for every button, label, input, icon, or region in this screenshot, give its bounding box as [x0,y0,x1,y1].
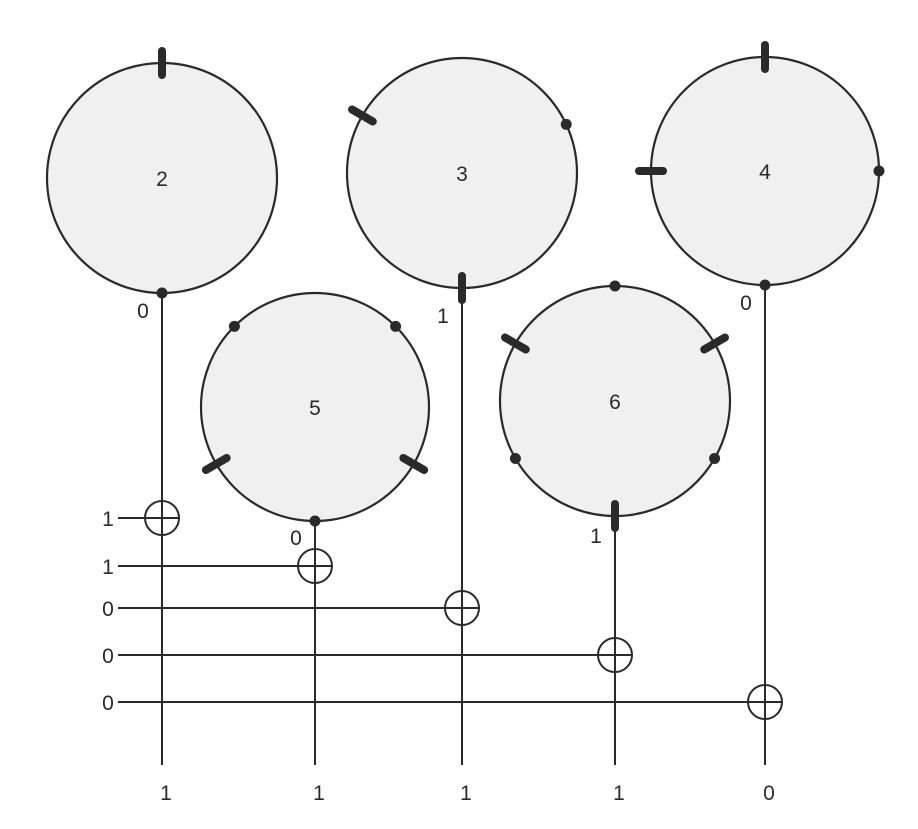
labels-layer: 1 1 0 0 0 1 1 1 1 0 [102,508,775,805]
input-bit: 1 [102,508,114,531]
wheel-start-bit: 0 [290,527,302,550]
xor-gate [297,548,333,584]
wheel-dot-mark [228,320,240,332]
output-bit: 0 [763,782,775,805]
xor-gate [597,637,633,673]
xor-gates-layer [144,500,783,720]
wheel-bar-mark [399,454,429,474]
wheel-dot-mark [390,320,402,332]
wheel-dot-mark [156,287,168,299]
wheel-dot-mark [759,279,771,291]
wheel-dot-mark [873,165,885,177]
input-bit: 1 [102,556,114,579]
output-bit: 1 [460,782,472,805]
wheel-4: 40 [635,41,885,315]
wheel-3: 31 [345,56,579,328]
wheel-number: 2 [156,168,168,191]
wheel-number: 6 [609,391,621,414]
wheel-number: 5 [309,397,321,420]
wheel-bar-mark [700,333,729,354]
wheel-start-bit: 1 [590,525,602,548]
input-bit: 0 [102,598,114,621]
input-bit: 0 [102,645,114,668]
xor-gate [747,684,783,720]
wheel-start-bit: 1 [437,305,449,328]
wheel-dot-mark [560,118,572,130]
wheel-start-bit: 0 [137,300,149,323]
wheel-bar-mark [348,105,377,126]
wheel-6: 61 [498,280,732,548]
wheel-dot-mark [509,453,521,464]
output-bit: 1 [160,782,172,805]
wheel-number: 3 [456,163,468,186]
wheel-number: 4 [759,161,771,184]
wheel-dot-mark [709,453,721,464]
output-bit: 1 [613,782,625,805]
wheel-bar-mark [501,333,530,354]
wheel-5: 50 [199,291,431,550]
output-bit: 1 [313,782,325,805]
wheel-bar-mark [201,454,231,474]
wheel-dot-mark [309,515,321,527]
wheel-start-bit: 0 [740,292,752,315]
xor-gate [444,590,480,626]
xor-gate [144,500,180,536]
wheel-2: 20 [45,47,279,323]
wheel-dot-mark [609,280,621,292]
input-bit: 0 [102,692,114,715]
